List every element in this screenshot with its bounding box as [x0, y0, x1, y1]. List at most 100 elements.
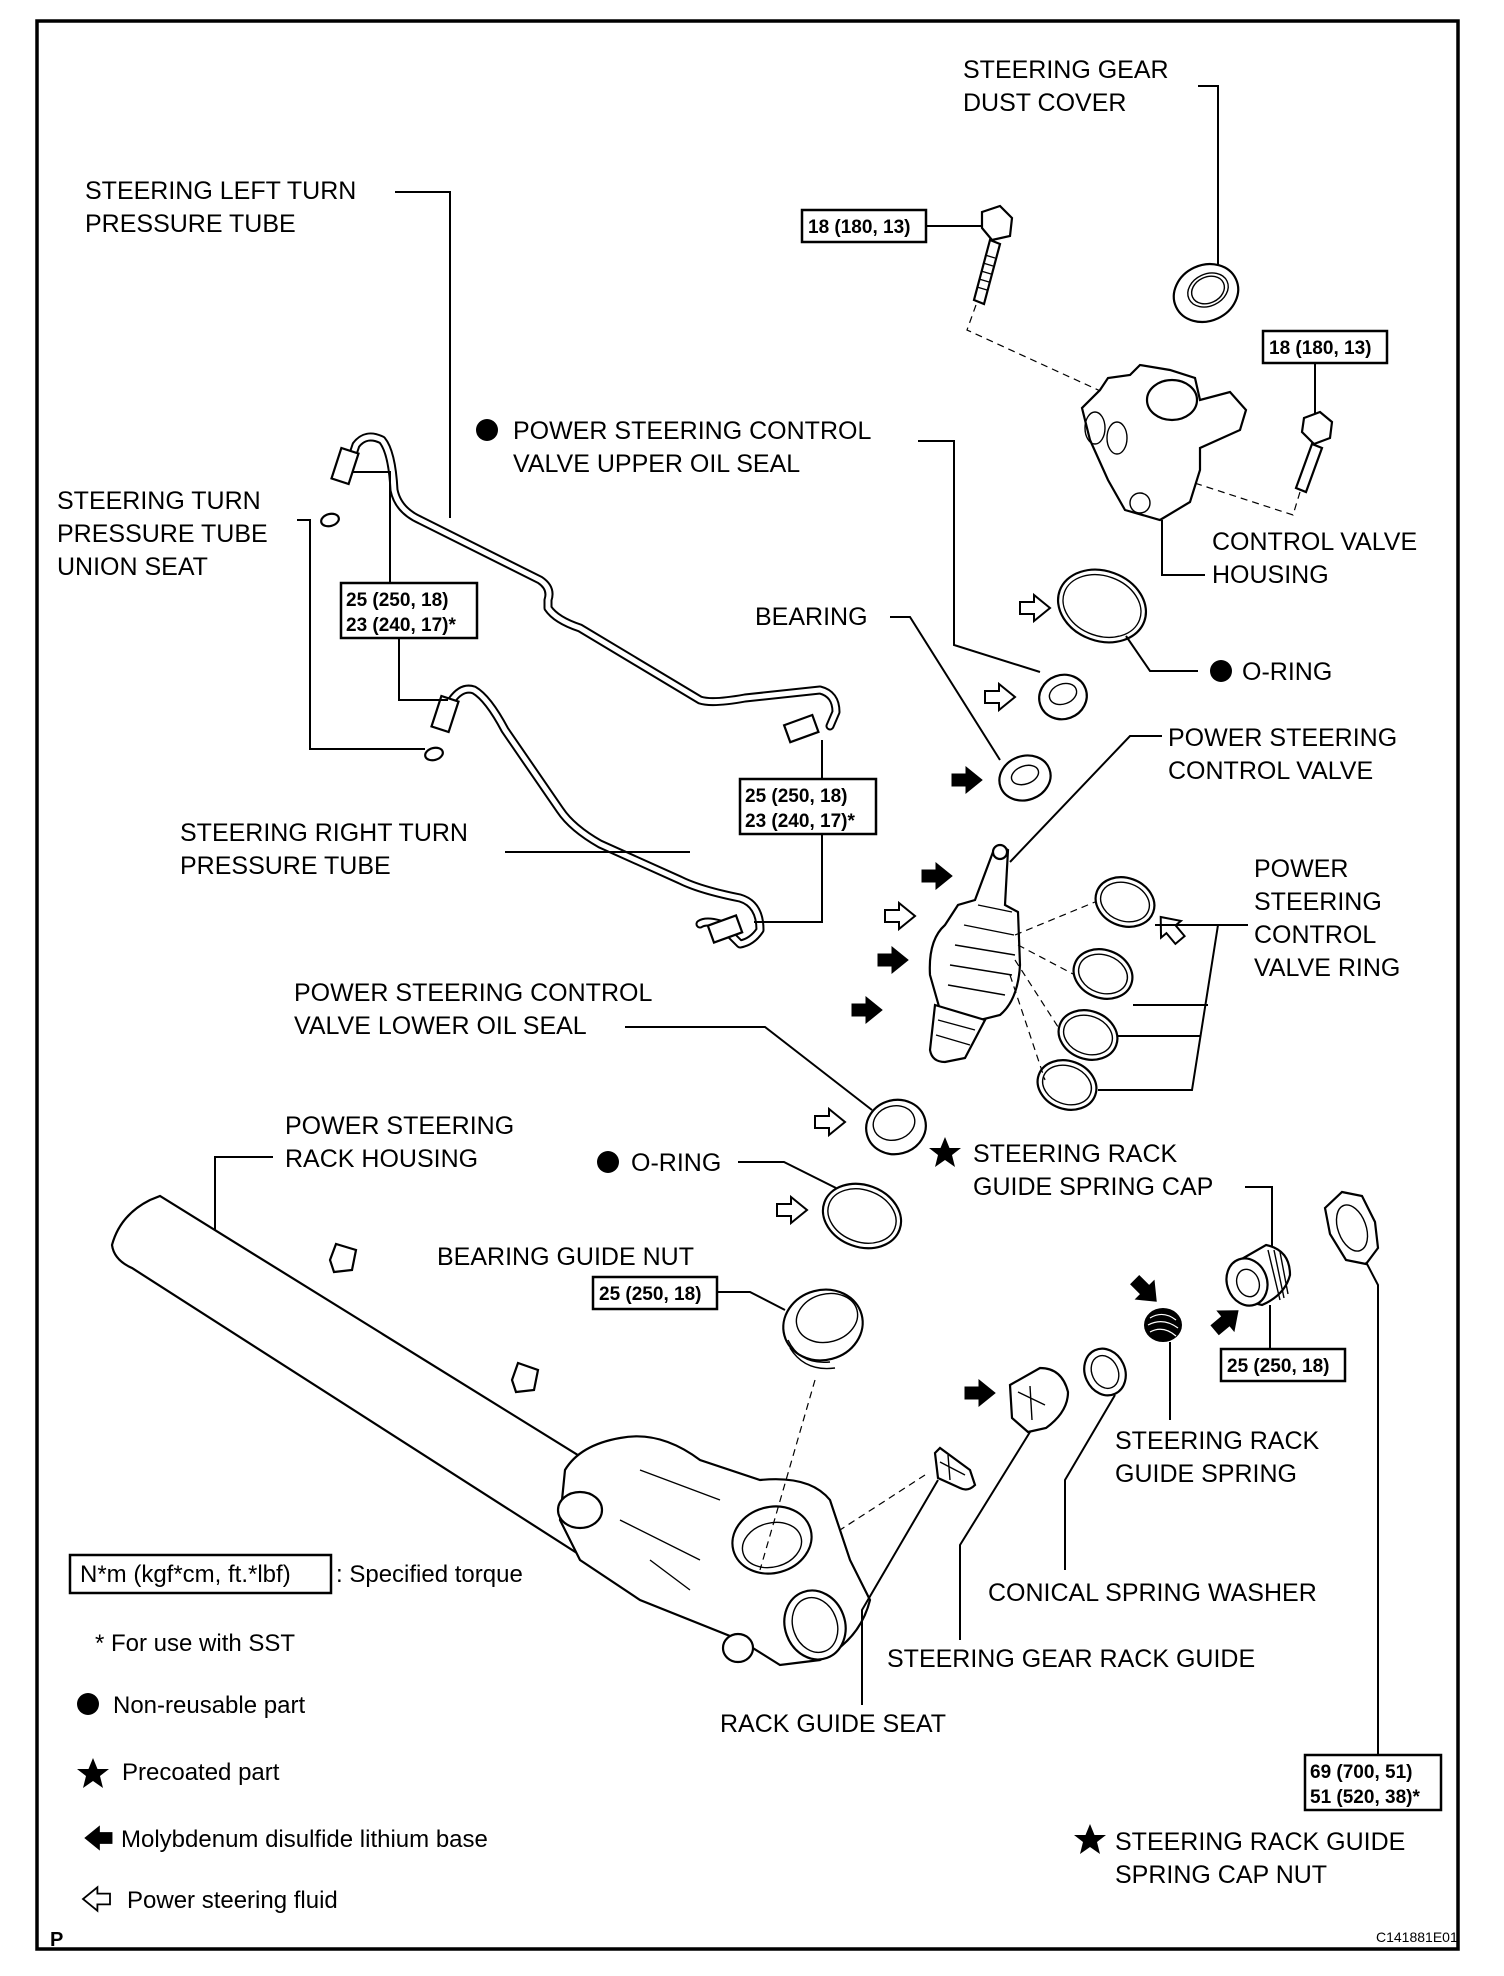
non-reusable-icon [476, 419, 498, 441]
upper-oil-seal-part [1038, 673, 1088, 721]
o-ring-lower-part [821, 1182, 903, 1250]
svg-text:STEERING LEFT TURN: STEERING LEFT TURN [85, 177, 356, 205]
leader-line [395, 191, 451, 518]
gear-rack-guide-label: STEERING GEAR RACK GUIDE [887, 1645, 1255, 1673]
torque-box-bolt-left [800, 208, 928, 244]
conical-washer-label: CONICAL SPRING WASHER [988, 1579, 1317, 1607]
assembly-dash-line [966, 304, 1121, 401]
legend-torque-unit: N*m (kgf*cm, ft.*lbf) [80, 1561, 291, 1588]
moly-grease-arrow-icon [921, 862, 953, 890]
svg-text:18 (180, 13): 18 (180, 13) [1269, 338, 1371, 359]
svg-text:69 (700, 51): 69 (700, 51) [1310, 1762, 1412, 1783]
assembly-dash-line [839, 1474, 926, 1531]
torque-box-spring-cap [1219, 1347, 1347, 1383]
right-turn-tube-part [430, 684, 765, 949]
union-seat-label: STEERING TURN PRESSURE TUBE UNION SEAT [57, 487, 268, 581]
control-valve-ring-label: POWER STEERING CONTROL VALVE RING [1254, 855, 1400, 982]
page-mark: P [50, 1929, 63, 1951]
svg-text:VALVE LOWER OIL SEAL: VALVE LOWER OIL SEAL [294, 1012, 587, 1040]
bolt-left-part [972, 204, 1014, 306]
rack-housing-part [110, 1194, 872, 1667]
leader-line [1009, 735, 1162, 863]
svg-text:CONTROL VALVE: CONTROL VALVE [1212, 528, 1417, 556]
union-seat-part [320, 512, 444, 762]
svg-text:STEERING GEAR: STEERING GEAR [963, 56, 1169, 84]
o-ring-lower-label: O-RING [631, 1149, 721, 1177]
o-ring-upper-part [1056, 568, 1148, 644]
svg-text:25 (250, 18): 25 (250, 18) [745, 786, 847, 807]
ps-fluid-arrow-icon [1019, 594, 1051, 622]
ps-fluid-arrow-icon [776, 1196, 808, 1224]
torque-box-bearing-guide-nut [591, 1275, 719, 1311]
right-turn-label: STEERING RIGHT TURN PRESSURE TUBE [180, 819, 468, 880]
legend-torque-desc: : Specified torque [336, 1561, 523, 1588]
rack-guide-seat-part [933, 1446, 977, 1491]
guide-spring-label: STEERING RACK GUIDE SPRING [1115, 1427, 1320, 1488]
legend-moly-grease: Molybdenum disulfide lithium base [121, 1826, 488, 1853]
control-valve-housing-label: CONTROL VALVE HOUSING [1212, 528, 1417, 589]
leader-line [214, 1156, 273, 1237]
svg-text:CONTROL: CONTROL [1254, 921, 1376, 949]
leader-line [861, 1479, 939, 1705]
torque-box-spring-cap-nut [1303, 1753, 1443, 1812]
leader-line [890, 616, 1001, 761]
moly-grease-arrow-icon [1206, 1300, 1247, 1341]
svg-text:GUIDE SPRING: GUIDE SPRING [1115, 1460, 1297, 1488]
leader-line [1125, 635, 1198, 672]
svg-text:18 (180, 13): 18 (180, 13) [808, 217, 910, 238]
legend-torque-box [68, 1553, 333, 1595]
torque-box-union-right [738, 777, 878, 836]
svg-text:PRESSURE TUBE: PRESSURE TUBE [180, 852, 391, 880]
torque-box-bolt-right [1261, 329, 1389, 365]
guide-spring-part [1144, 1308, 1182, 1342]
leader-line [1064, 1394, 1116, 1570]
leader-line [1365, 1261, 1379, 1755]
ps-fluid-arrow-icon [814, 1108, 846, 1136]
non-reusable-icon [1210, 660, 1232, 682]
svg-text:STEERING: STEERING [1254, 888, 1382, 916]
leader-line [959, 1431, 1031, 1640]
moly-grease-arrow-icon [1125, 1270, 1166, 1311]
rack-housing-label: POWER STEERING RACK HOUSING [285, 1112, 514, 1173]
leader-line [1161, 520, 1205, 576]
control-valve-housing-part [1080, 363, 1248, 522]
dust-cover-part [1172, 262, 1240, 324]
control-valve-ring-parts [1036, 876, 1156, 1111]
o-ring-upper-label: O-RING [1242, 658, 1332, 686]
leader-line [1098, 924, 1220, 1091]
svg-text:GUIDE SPRING CAP: GUIDE SPRING CAP [973, 1173, 1213, 1201]
assembly-dash-line [759, 1379, 816, 1571]
svg-text:POWER STEERING: POWER STEERING [1168, 724, 1397, 752]
svg-text:DUST COVER: DUST COVER [963, 89, 1126, 117]
svg-text:POWER STEERING CONTROL: POWER STEERING CONTROL [513, 417, 871, 445]
leader-line [717, 1291, 786, 1311]
leader-line [754, 834, 823, 923]
svg-text:23 (240, 17)*: 23 (240, 17)* [745, 811, 855, 832]
svg-text:RACK HOUSING: RACK HOUSING [285, 1145, 478, 1173]
legend-sst-note: * For use with SST [95, 1630, 295, 1657]
torque-box-union-left [339, 581, 479, 640]
svg-text:25 (250, 18): 25 (250, 18) [599, 1284, 701, 1305]
svg-text:PRESSURE TUBE: PRESSURE TUBE [57, 520, 268, 548]
svg-text:STEERING TURN: STEERING TURN [57, 487, 261, 515]
bearing-guide-nut-label: BEARING GUIDE NUT [437, 1243, 694, 1271]
spring-cap-nut-part [1323, 1190, 1380, 1266]
non-reusable-icon [77, 1693, 99, 1715]
moly-grease-arrow-icon [877, 946, 909, 974]
svg-text:25 (250, 18): 25 (250, 18) [346, 590, 448, 611]
non-reusable-icon [597, 1151, 619, 1173]
frame-border [35, 19, 1460, 1951]
figure-code: C141881E01 [1376, 1929, 1458, 1945]
control-valve-part [928, 843, 1022, 1064]
svg-text:UNION SEAT: UNION SEAT [57, 553, 208, 581]
svg-text:HOUSING: HOUSING [1212, 561, 1329, 589]
svg-text:51 (520, 38)*: 51 (520, 38)* [1310, 1787, 1420, 1808]
ps-fluid-arrow-icon [884, 902, 916, 930]
legend-precoated: Precoated part [122, 1759, 280, 1786]
leader-line [398, 638, 448, 701]
svg-text:SPRING CAP NUT: SPRING CAP NUT [1115, 1861, 1327, 1889]
spring-cap-part [1225, 1243, 1292, 1307]
left-turn-tube-part [330, 432, 841, 744]
conical-washer-part [1083, 1347, 1127, 1397]
legend: N*m (kgf*cm, ft.*lbf) : Specified torque… [68, 1553, 523, 1914]
